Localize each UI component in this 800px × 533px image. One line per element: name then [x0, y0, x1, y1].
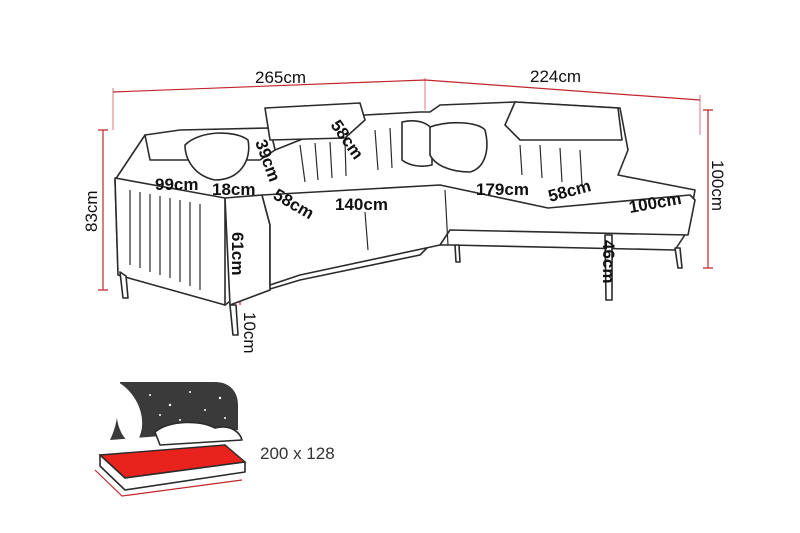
label-armrest-width: 18cm	[212, 180, 255, 199]
label-seat-width-left: 140cm	[335, 195, 388, 214]
bed-size-label: 200 x 128	[260, 444, 335, 463]
label-leg-height: 10cm	[240, 312, 259, 354]
bed-icon	[94, 382, 247, 497]
label-total-width-left: 265cm	[255, 68, 306, 87]
label-seat-height-left: 61cm	[228, 232, 247, 275]
sofa-outline	[114, 101, 696, 336]
label-seat-height-right: 46cm	[599, 240, 618, 283]
label-height-right: 100cm	[708, 160, 727, 211]
label-total-width-right: 224cm	[530, 67, 581, 86]
label-height-left: 83cm	[82, 190, 101, 232]
label-seat-width-corner: 179cm	[476, 180, 529, 199]
label-armrest-depth: 99cm	[155, 175, 198, 194]
